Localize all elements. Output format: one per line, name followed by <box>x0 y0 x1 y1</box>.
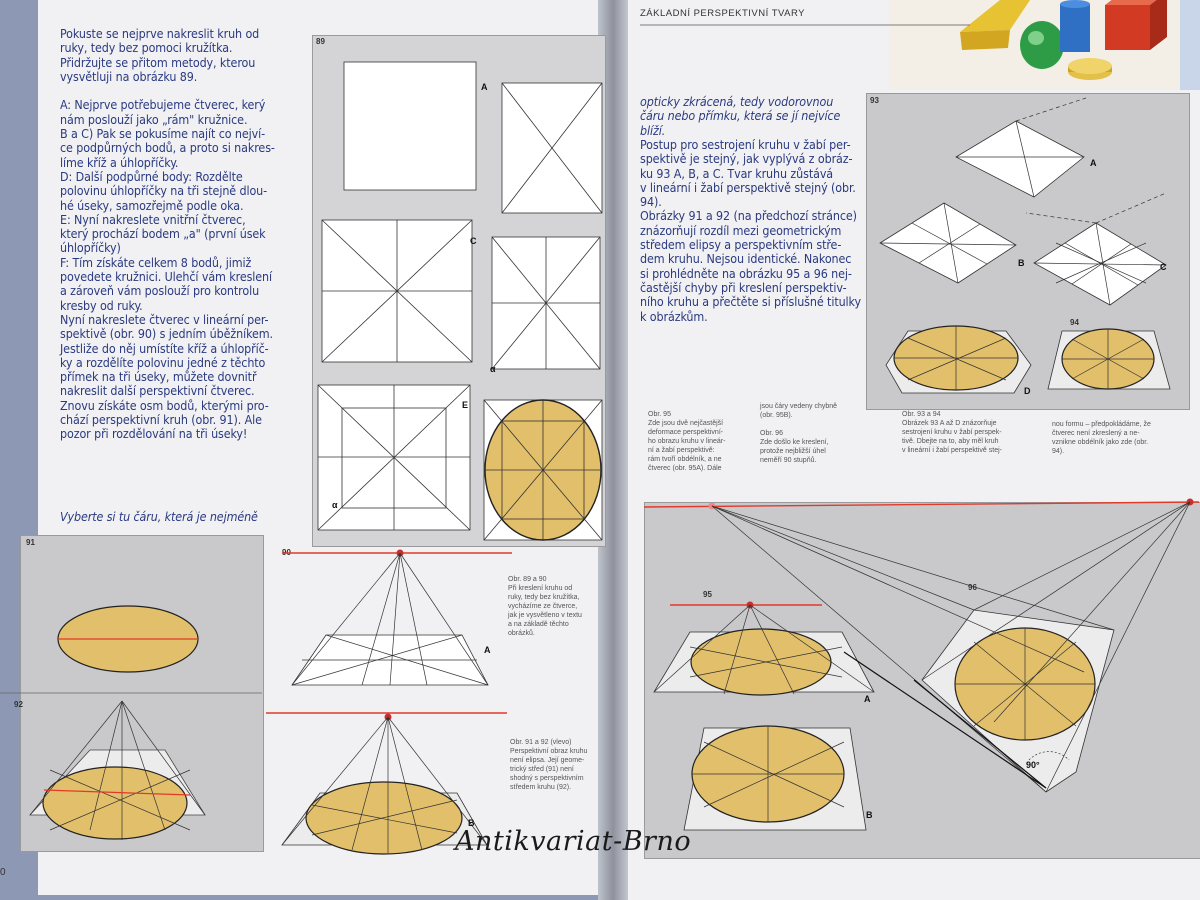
figure-96-number: 96 <box>968 583 977 592</box>
figure-89-drawing <box>317 61 603 541</box>
decorative-3d-shapes-illustration <box>890 0 1200 90</box>
figure-89-alpha-d: α <box>490 364 496 374</box>
figure-91-number: 91 <box>26 538 35 547</box>
left-body-text: Pokuste se nejprve nakreslit kruh od ruk… <box>60 26 275 442</box>
figure-95-96-drawing <box>643 498 1200 831</box>
figure-89-number: 89 <box>316 37 325 46</box>
figure-93-number: 93 <box>870 96 879 105</box>
caption-95: Obr. 95 Zde jsou dvě nejčastější deforma… <box>648 411 726 472</box>
figure-90-label-a: A <box>484 645 491 655</box>
left-body-text-italic: Vyberte si tu čáru, která je nejméně <box>60 509 258 524</box>
figure-89-label-c: C <box>470 236 477 246</box>
figure-93-label-c: C <box>1160 262 1167 272</box>
caption-91-92: Obr. 91 a 92 (vlevo) Perspektivní obraz … <box>510 739 588 791</box>
figure-95-label-a: A <box>864 694 871 704</box>
figure-94-number: 94 <box>1070 318 1079 327</box>
figure-91-92-drawing <box>0 605 262 840</box>
right-body-text-italic: opticky zkrácená, tedy vodorovnou čáru n… <box>640 94 841 138</box>
left-page-number: 0 <box>0 867 6 878</box>
caption-93-94-cont: nou formu – předpokládáme, že čtverec ne… <box>1052 421 1151 455</box>
figure-96-angle-label: 90° <box>1026 760 1040 770</box>
chapter-header: ZÁKLADNÍ PERSPEKTIVNÍ TVARY <box>640 8 806 19</box>
figure-93-label-a: A <box>1090 158 1097 168</box>
right-body-text: Postup pro sestrojení kruhu v žabí per- … <box>640 137 861 324</box>
figure-93-94-drawing <box>879 97 1171 394</box>
figure-90-drawing <box>282 549 512 686</box>
figure-91-perspective-circle-drawing <box>266 712 507 855</box>
caption-93-94: Obr. 93 a 94 Obrázek 93 A až D znázorňuj… <box>902 411 1002 454</box>
figure-89-alpha-e: α <box>332 500 338 510</box>
figure-95-label-b: B <box>866 810 873 820</box>
caption-89-90: Obr. 89 a 90 Při kreslení kruhu od ruky,… <box>508 576 582 637</box>
figure-95-number: 95 <box>703 590 712 599</box>
watermark-text: Antikvariat-Brno <box>455 826 692 857</box>
figure-89-label-e: E <box>462 400 469 410</box>
caption-95b: jsou čáry vedeny chybně (obr. 95B). Obr.… <box>760 403 838 464</box>
figure-93-label-b: B <box>1018 258 1025 268</box>
figure-89-label-a: A <box>481 82 488 92</box>
figure-92-number: 92 <box>14 700 23 709</box>
figure-93-label-d: D <box>1024 386 1031 396</box>
header-rule <box>640 24 970 26</box>
figure-91-label-b: B <box>468 818 475 828</box>
